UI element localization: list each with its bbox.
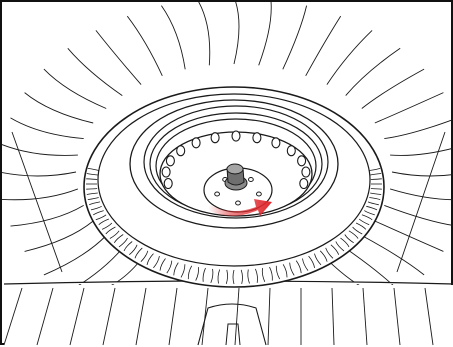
- well-line: [127, 16, 162, 76]
- well-line: [68, 48, 123, 95]
- well-line: [2, 189, 78, 200]
- well-line: [392, 172, 453, 176]
- well-line: [283, 6, 307, 70]
- well-line: [11, 118, 84, 139]
- well-right-edge: [397, 132, 445, 272]
- well-line: [390, 189, 453, 200]
- lug-hole: [162, 167, 170, 177]
- lug-hole: [211, 133, 219, 143]
- hub-hole: [249, 178, 254, 182]
- lug-hole: [302, 167, 310, 177]
- well-line: [44, 69, 106, 108]
- lug-hole: [192, 138, 200, 148]
- well-line: [390, 145, 453, 156]
- well-line: [346, 48, 401, 95]
- well-line: [306, 16, 341, 76]
- well-line: [384, 118, 453, 139]
- lug-hole: [300, 179, 308, 189]
- well-line: [375, 93, 444, 123]
- hub-hole: [215, 192, 220, 196]
- well-line: [2, 145, 78, 156]
- lug-hole: [298, 156, 306, 166]
- hub-hole: [236, 201, 241, 205]
- well-line: [234, 2, 239, 64]
- well-line: [2, 172, 76, 176]
- well-line: [327, 30, 372, 84]
- well-line: [259, 2, 272, 65]
- well-line: [44, 236, 106, 275]
- floor-panel: [4, 285, 453, 345]
- well-line: [362, 69, 424, 108]
- lug-hole: [177, 146, 185, 156]
- bolt-top: [227, 164, 243, 174]
- lug-hole: [287, 146, 295, 156]
- well-line: [96, 30, 141, 84]
- well-line: [25, 221, 94, 251]
- lug-hole: [232, 131, 240, 141]
- hub-hole: [257, 192, 262, 196]
- well-line: [161, 6, 185, 70]
- well-line: [362, 236, 424, 275]
- lug-hole: [166, 156, 174, 166]
- well-line: [197, 2, 210, 65]
- well-left-edge: [12, 132, 62, 272]
- lug-hole: [253, 133, 261, 143]
- trunk-floor: [4, 281, 453, 345]
- well-line: [11, 205, 84, 226]
- lug-hole: [272, 138, 280, 148]
- lug-hole: [164, 179, 172, 189]
